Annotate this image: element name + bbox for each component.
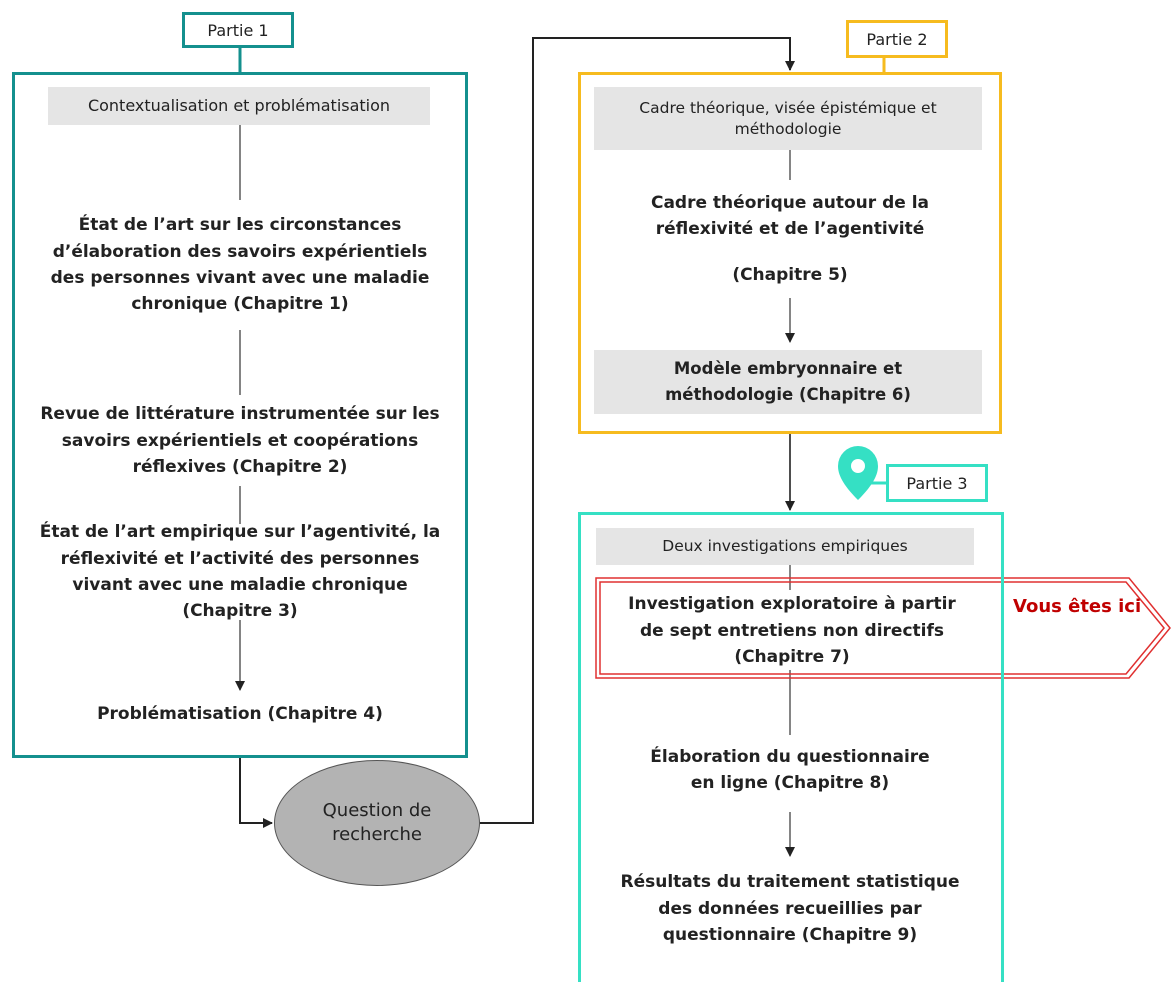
- part1-step-chapter3: État de l’art empirique sur l’agentivité…: [38, 522, 442, 621]
- part1-step-chapter2: Revue de littérature instrumentée sur le…: [38, 394, 442, 488]
- you-are-here-marker: [595, 577, 1171, 679]
- part3-step-chapter8: Élaboration du questionnaire en ligne (C…: [600, 737, 980, 803]
- part1-step-chapter1: État de l’art sur les circonstances d’él…: [38, 198, 442, 332]
- part1-tag: Partie 1: [182, 12, 294, 48]
- arrow-p1-to-question: [239, 758, 273, 828]
- part3-step-chapter9: Résultats du traitement statistique des …: [596, 860, 984, 958]
- part2-step-chapter5-label: Cadre théorique autour de la réflexivité…: [650, 192, 930, 239]
- research-question-label: Question de recherche: [322, 799, 432, 845]
- part2-tag-label: Partie 2: [866, 29, 928, 49]
- part3-step-chapter7-label: Investigation exploratoire à partir de s…: [628, 594, 956, 668]
- part3-header: Deux investigations empiriques: [596, 528, 974, 565]
- part3-tag: Partie 3: [886, 464, 988, 502]
- part2-step-chapter5-number: (Chapitre 5): [600, 258, 980, 292]
- part2-frame: [578, 72, 1002, 434]
- part2-step-chapter6-label: Modèle embryonnaire et méthodologie (Cha…: [665, 359, 911, 404]
- location-pin-icon: [838, 446, 878, 500]
- research-question-node: Question de recherche: [274, 760, 480, 886]
- part1-tag-label: Partie 1: [207, 20, 269, 40]
- part3-header-label: Deux investigations empiriques: [662, 537, 908, 556]
- part3-step-chapter7: Investigation exploratoire à partir de s…: [604, 592, 980, 670]
- part2-tag: Partie 2: [846, 20, 948, 58]
- part1-header: Contextualisation et problématisation: [48, 87, 430, 125]
- part3-tag-label: Partie 3: [906, 473, 968, 493]
- part3-step-chapter8-label: Élaboration du questionnaire en ligne (C…: [650, 746, 930, 793]
- arrow-question-to-p2: [480, 37, 795, 824]
- part1-step-chapter4-label: Problématisation (Chapitre 4): [97, 703, 383, 724]
- part2-header-label: Cadre théorique, visée épistémique et mé…: [639, 98, 937, 138]
- part3-frame: [578, 512, 1004, 982]
- part1-frame: [12, 72, 468, 758]
- part2-step-chapter6: Modèle embryonnaire et méthodologie (Cha…: [594, 350, 982, 414]
- part1-step-chapter4: Problématisation (Chapitre 4): [38, 694, 442, 734]
- part2-step-chapter5-number-label: (Chapitre 5): [732, 264, 848, 285]
- part2-step-chapter5: Cadre théorique autour de la réflexivité…: [600, 182, 980, 250]
- part1-step-chapter1-label: État de l’art sur les circonstances d’él…: [50, 215, 430, 315]
- you-are-here-label: Vous êtes ici: [1013, 596, 1142, 617]
- part1-header-label: Contextualisation et problématisation: [87, 96, 391, 116]
- part1-step-chapter2-label: Revue de littérature instrumentée sur le…: [40, 404, 440, 478]
- part1-step-chapter3-label: État de l’art empirique sur l’agentivité…: [39, 522, 441, 622]
- part2-header: Cadre théorique, visée épistémique et mé…: [594, 87, 982, 150]
- part3-step-chapter9-label: Résultats du traitement statistique des …: [620, 872, 960, 946]
